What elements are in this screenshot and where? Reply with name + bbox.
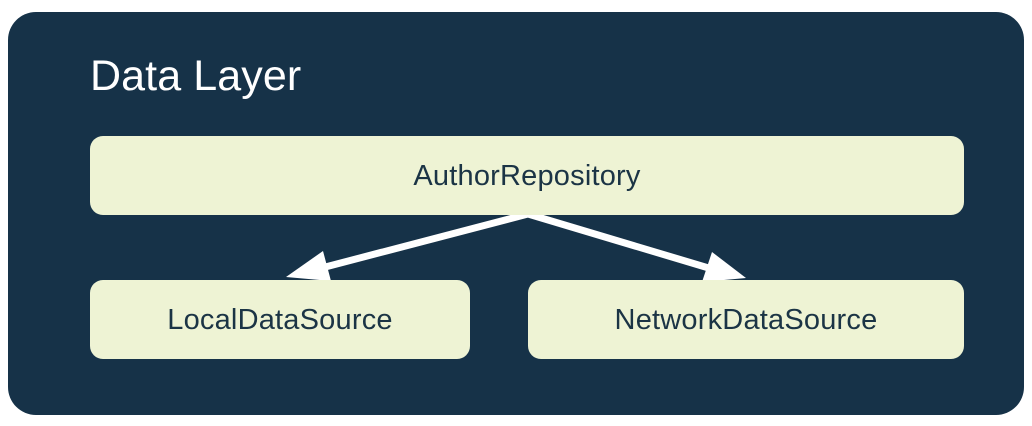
node-author-repository-label: AuthorRepository (413, 159, 641, 192)
node-network-data-source-label: NetworkDataSource (614, 303, 878, 336)
node-local-data-source-label: LocalDataSource (167, 303, 393, 336)
node-author-repository[interactable]: AuthorRepository (90, 136, 964, 215)
layer-title: Data Layer (90, 52, 302, 100)
node-network-data-source[interactable]: NetworkDataSource (528, 280, 964, 359)
node-local-data-source[interactable]: LocalDataSource (90, 280, 470, 359)
